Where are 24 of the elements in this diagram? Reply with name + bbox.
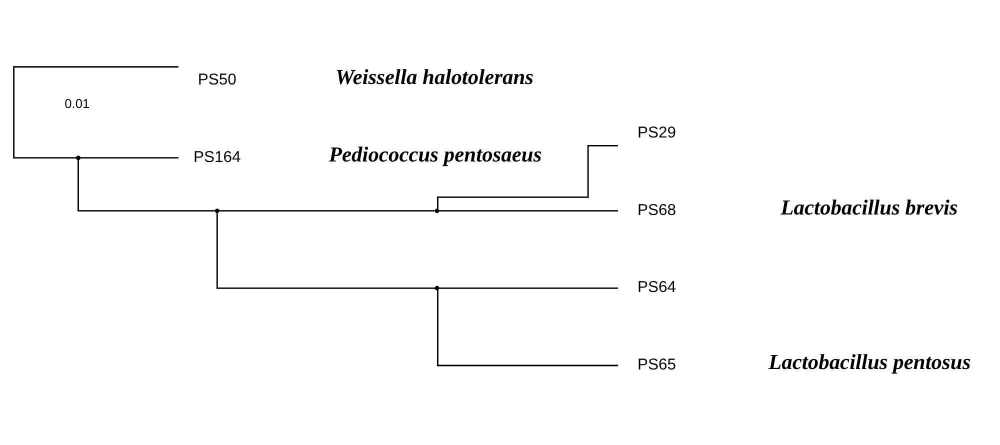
node-point — [76, 155, 80, 160]
node-text: PS68 — [638, 201, 676, 218]
label: Lactobacillus pentosus — [768, 350, 971, 374]
label: Pediococcus pentosaeus — [328, 142, 542, 166]
node-text: PS29 — [638, 124, 676, 142]
node-point — [214, 208, 220, 213]
node-text: PS64 — [638, 278, 676, 296]
node-text: PS65 — [638, 356, 676, 374]
connector — [438, 286, 618, 288]
connector — [437, 290, 618, 366]
connector — [13, 66, 178, 158]
node-point — [434, 208, 440, 213]
connector — [80, 156, 178, 158]
node-point — [434, 285, 440, 290]
connector — [216, 212, 436, 288]
connector — [437, 144, 618, 208]
connector — [78, 160, 216, 212]
label: 0.01 — [64, 96, 90, 110]
connector — [438, 210, 618, 212]
label: Lactobacillus brevis — [780, 194, 958, 219]
node-text: PS50 — [198, 71, 236, 88]
label: Weissella halotolerans — [335, 64, 534, 89]
node-text: PS164 — [194, 148, 241, 166]
connector — [219, 210, 435, 212]
